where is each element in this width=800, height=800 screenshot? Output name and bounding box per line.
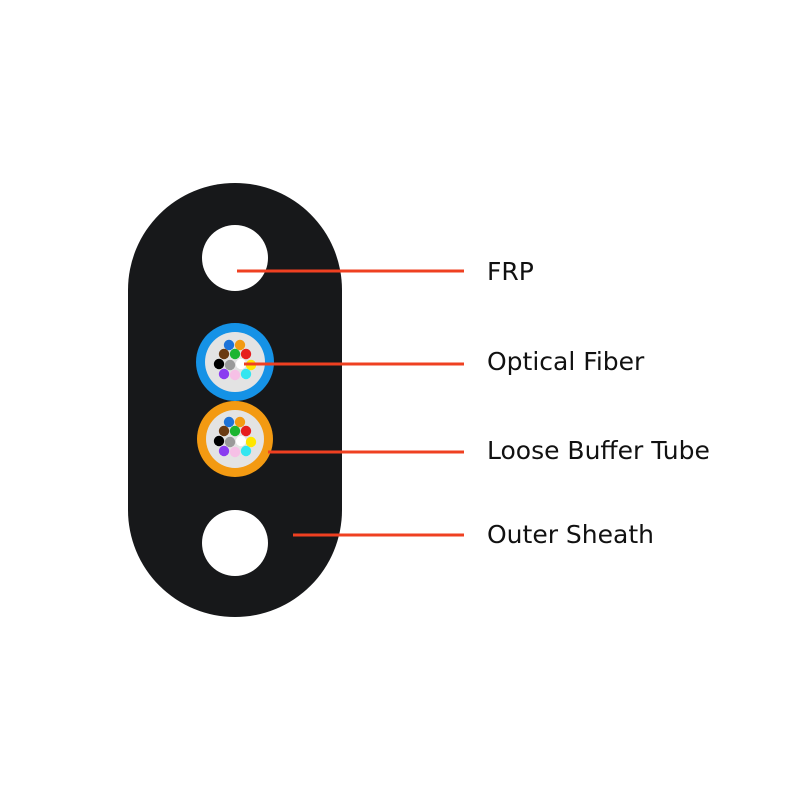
loose-buffer-tube-orange [197,401,273,477]
label-outer-sheath: Outer Sheath [487,520,654,549]
frp-top [202,225,268,291]
optical-fiber-2-9 [245,436,257,448]
optical-fiber-1-4 [229,348,241,360]
optical-fiber-2-7 [224,436,236,448]
label-frp: FRP [487,257,534,286]
fiber-bundle-blue-tube [213,339,257,381]
optical-fiber-2-1 [223,416,235,428]
optical-fiber-2-12 [240,445,252,457]
fiber-bundle-orange-tube [213,416,257,458]
frp-bottom [202,510,268,576]
optical-fiber-2-4 [229,425,241,437]
optical-fiber-2-11 [229,446,241,458]
optical-fiber-2-5 [240,425,252,437]
optical-fiber-2-8 [235,435,247,447]
optical-fiber-1-2 [234,339,246,351]
loose-buffer-tube-blue [196,323,274,401]
optical-fiber-1-6 [213,358,225,370]
optical-fiber-1-1 [223,339,235,351]
optical-fiber-1-8 [235,358,247,370]
optical-fiber-1-11 [229,369,241,381]
optical-fiber-1-12 [240,368,252,380]
optical-fiber-1-5 [240,348,252,360]
optical-fiber-1-10 [218,368,230,380]
optical-fiber-2-2 [234,416,246,428]
optical-fiber-2-10 [218,445,230,457]
optical-fiber-2-6 [213,435,225,447]
optical-fiber-1-7 [224,359,236,371]
label-optical-fiber: Optical Fiber [487,347,645,376]
label-loose-buffer-tube: Loose Buffer Tube [487,436,710,465]
optical-fiber-1-3 [218,348,230,360]
optical-fiber-2-3 [218,425,230,437]
